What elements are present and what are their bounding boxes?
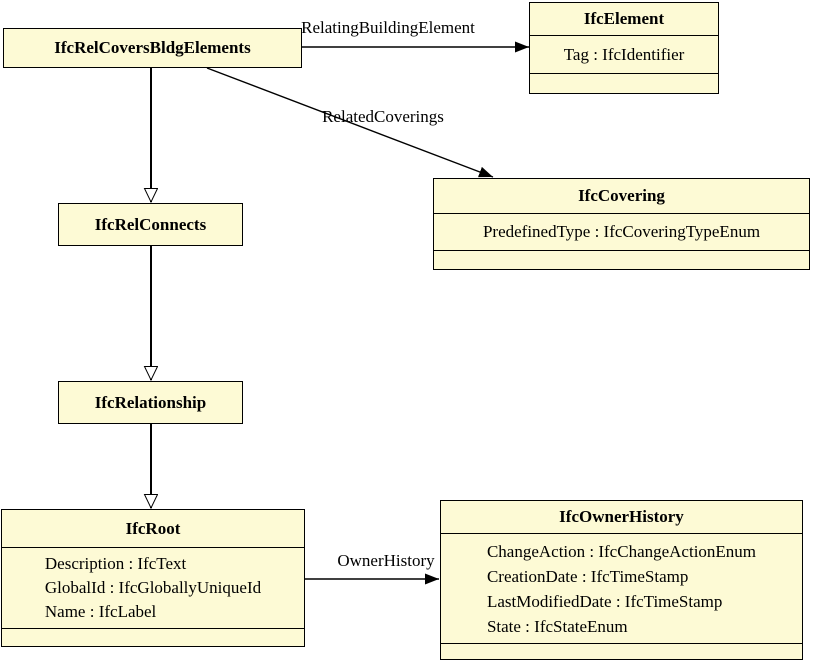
class-operations-empty — [441, 643, 802, 659]
class-ifcrelationship: IfcRelationship — [58, 381, 243, 424]
class-attributes: Description : IfcText GlobalId : IfcGlob… — [2, 547, 304, 628]
class-operations-empty — [434, 250, 809, 269]
class-attributes: Tag : IfcIdentifier — [530, 35, 718, 73]
edge-label-related-coverings: RelatedCoverings — [322, 107, 444, 126]
attribute: Tag : IfcIdentifier — [563, 44, 685, 64]
class-title: IfcRelConnects — [94, 214, 207, 234]
class-title: IfcElement — [583, 9, 665, 28]
attribute: State : IfcStateEnum — [486, 616, 628, 636]
attribute: Description : IfcText — [44, 554, 187, 573]
edge-label-relating-building-element: RelatingBuildingElement — [301, 18, 475, 37]
class-attributes: ChangeAction : IfcChangeActionEnum Creat… — [441, 533, 802, 643]
class-title: IfcRelationship — [94, 392, 207, 412]
association-related-coverings — [206, 67, 494, 178]
attribute: PredefinedType : IfcCoveringTypeEnum — [482, 222, 761, 241]
attribute: ChangeAction : IfcChangeActionEnum — [486, 541, 757, 561]
class-ifcrelcoversbldgelements: IfcRelCoversBldgElements — [3, 28, 302, 68]
class-ifccovering: IfcCovering PredefinedType : IfcCovering… — [433, 178, 810, 270]
class-ifcownerhistory: IfcOwnerHistory ChangeAction : IfcChange… — [440, 500, 803, 660]
edge-label-owner-history: OwnerHistory — [337, 551, 435, 570]
class-title: IfcCovering — [578, 186, 665, 205]
class-ifcrelconnects: IfcRelConnects — [58, 203, 243, 246]
class-title: IfcRelCoversBldgElements — [54, 38, 251, 57]
attribute: LastModifiedDate : IfcTimeStamp — [486, 591, 723, 611]
class-ifcroot: IfcRoot Description : IfcText GlobalId :… — [1, 509, 305, 647]
class-operations-empty — [530, 73, 718, 93]
attribute: Name : IfcLabel — [44, 602, 157, 621]
class-operations-empty — [2, 628, 304, 646]
class-title: IfcOwnerHistory — [559, 507, 684, 526]
class-ifcelement: IfcElement Tag : IfcIdentifier — [529, 2, 719, 94]
class-attributes: PredefinedType : IfcCoveringTypeEnum — [434, 213, 809, 250]
class-title: IfcRoot — [125, 518, 181, 538]
attribute: GlobalId : IfcGloballyUniqueId — [44, 578, 262, 597]
attribute: CreationDate : IfcTimeStamp — [486, 566, 689, 586]
